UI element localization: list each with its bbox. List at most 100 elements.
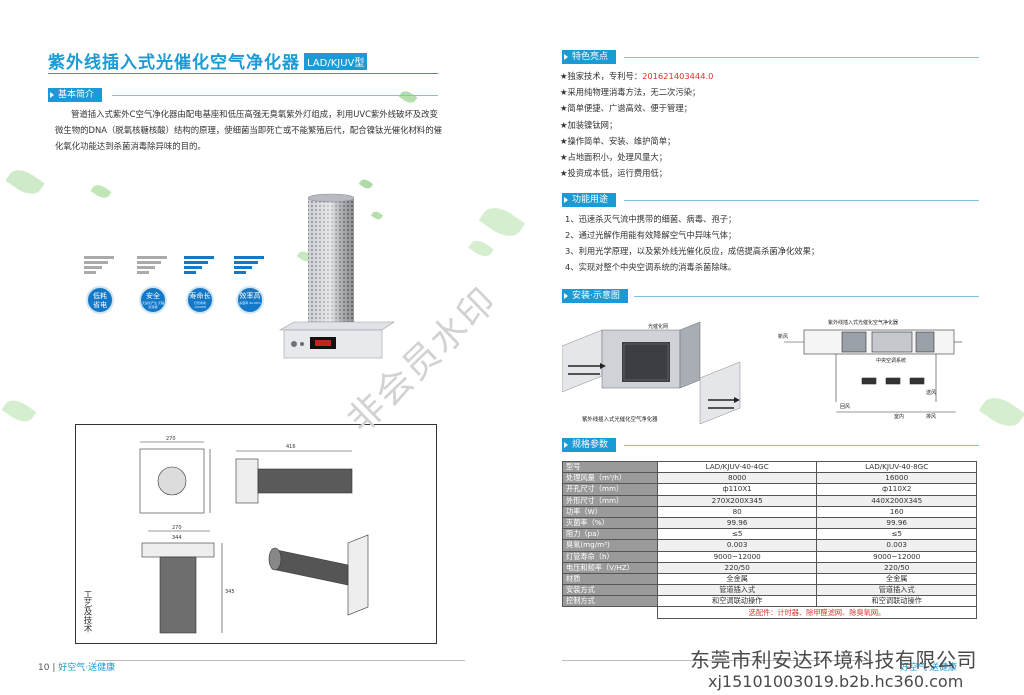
spec-key: 安装方式: [562, 584, 658, 597]
feature-item: ★加装镍钛网；: [560, 119, 618, 130]
badge-bars: [137, 256, 167, 278]
feature-badges: 低耗省电 安全无臭氧产生 无辐射泄漏 寿命长灯管寿命 12000H 效率高杀菌率…: [84, 256, 274, 326]
front-view-hole: [157, 466, 187, 496]
dim-mid-width: 270: [172, 525, 182, 531]
spec-row: 安装方式管道插入式管道插入式: [562, 584, 977, 597]
spec-value-b: ≤5: [816, 528, 977, 541]
label-supply: 送风: [926, 389, 936, 396]
badge-bars: [234, 256, 264, 278]
spec-key: 处理风量（m³/h）: [562, 472, 658, 485]
feature-item: ★操作简单、安装、维护简单；: [560, 135, 676, 146]
label-device: 紫外线插入式光催化空气净化器: [582, 415, 658, 423]
function-item: 1、迅速杀灭气流中携带的细菌、病毒、孢子；: [565, 214, 737, 224]
spec-row: 控制方式和空调联动操作和空调联动操作: [562, 595, 977, 608]
spec-key: 灯管寿命（h）: [562, 550, 658, 563]
spec-note: 选配件：计时器、除甲醛滤网、除臭氧网。: [656, 606, 978, 619]
leaf-decoration: [90, 181, 112, 202]
spec-value-b: 全金属: [816, 572, 977, 586]
spec-row: 材质全金属全金属: [562, 572, 977, 586]
label-central-ac: 中央空调系统: [876, 357, 906, 364]
leaf-decoration: [1, 395, 37, 427]
spec-key: 电压和频率（V/HZ）: [562, 561, 658, 574]
label-fresh-air: 新风: [778, 333, 788, 340]
spec-value-b: 9000~12000: [816, 550, 977, 563]
spec-value-b: ф110X2: [816, 483, 977, 496]
spec-key: 功率（W）: [562, 505, 658, 518]
spec-value-a: 和空调联动操作: [656, 595, 818, 608]
leaf-decoration: [978, 390, 1024, 434]
footer-divider: [562, 660, 872, 661]
spec-value-b: LAD/KJUV-40-8GC: [816, 460, 977, 474]
front-view-plate: [139, 448, 205, 514]
spec-value-a: LAD/KJUV-40-4GC: [656, 460, 818, 474]
badge-circle: 安全无臭氧产生 无辐射泄漏: [139, 286, 167, 314]
feature-item: ★投资成本低，运行费用低；: [560, 168, 668, 179]
spec-key: 臭氧(mg/m³): [562, 539, 658, 552]
label-mesh: 光催化网: [648, 323, 668, 330]
feature-item: ★占地面积小，处理风量大；: [560, 152, 668, 163]
dim-inner-width: 344: [172, 535, 182, 541]
spec-key: 控制方式: [562, 595, 658, 608]
function-item: 2、通过光解作用能有效降解空气中异味气体；: [565, 230, 737, 240]
leaf-decoration: [5, 164, 45, 200]
title-text: 紫外线插入式光催化空气净化器: [48, 53, 300, 73]
spec-value-a: 全金属: [656, 572, 818, 586]
badge-safe: 安全无臭氧产生 无辐射泄漏: [137, 256, 167, 314]
spec-key: 灭菌率（%）: [562, 516, 658, 530]
spec-value-b: 160: [816, 505, 977, 518]
function-item: 4、实现对整个中央空调系统的消毒杀菌除味。: [565, 262, 737, 272]
leaf-decoration: [398, 88, 418, 106]
bottom-view-tube: [159, 556, 197, 634]
feature-item: ★独家技术，专利号：201621403444.0: [560, 71, 714, 81]
badge-bars: [184, 256, 214, 278]
features-heading: 特色亮点: [562, 50, 617, 64]
page-number: 10: [38, 663, 50, 673]
dim-height: 345: [225, 589, 235, 595]
intro-heading: 基本简介: [48, 88, 103, 102]
install-diagram-system: 紫外线插入式光催化空气净化器 新风 中央空调系统 送风 回风 室内 排风: [778, 319, 962, 420]
spec-value-b: 管道插入式: [816, 584, 977, 597]
function-heading-rule: [624, 200, 979, 201]
title-divider: [48, 73, 438, 74]
badge-long-life: 寿命长灯管寿命 12000H: [184, 256, 214, 314]
spec-value-b: 和空调联动操作: [816, 595, 977, 608]
features-list: ★独家技术，专利号：201621403444.0 ★采用纯物理消毒方法，无二次污…: [560, 68, 713, 181]
spec-key: 材质: [562, 572, 658, 586]
dim-top-width: 270: [166, 436, 176, 442]
spec-heading-rule: [624, 445, 979, 446]
badge-low-power: 低耗省电: [84, 256, 114, 314]
footer-left: 10 | 好空气·送健康: [38, 663, 116, 673]
label-exhaust: 排风: [926, 413, 936, 420]
spec-value-b: 16000: [816, 472, 977, 485]
spec-value-a: 270X200X345: [656, 494, 818, 507]
leaf-decoration: [468, 236, 494, 261]
function-heading: 功能用途: [562, 193, 617, 207]
badge-high-efficiency: 效率高杀菌率 99.96%: [234, 256, 264, 314]
spec-value-a: 8000: [656, 472, 818, 485]
side-view-tube: [257, 468, 353, 494]
feature-item: ★采用纯物理消毒方法，无二次污染；: [560, 87, 701, 98]
spec-value-a: 管道插入式: [656, 584, 818, 597]
feature-item: ★简单便捷、广谱高效、便于管理；: [560, 103, 692, 114]
spec-value-a: 220/50: [656, 561, 818, 574]
bottom-view-plate: [141, 542, 215, 558]
model-tag: LAD/KJUV型: [304, 53, 368, 70]
spec-value-a: ≤5: [656, 528, 818, 541]
drawing-label: 工艺及技术: [82, 590, 92, 633]
spec-value-a: ф110X1: [656, 483, 818, 496]
intro-paragraph: 管道插入式紫外C空气净化器由配电基座和低压高强无臭氧紫外灯组成，利用UVC紫外线…: [55, 109, 442, 151]
label-device-system: 紫外线插入式光催化空气净化器: [828, 319, 898, 326]
dim-side-length: 416: [286, 444, 296, 450]
spec-key: 开孔尺寸（mm）: [562, 483, 658, 496]
spec-key: 型号: [562, 460, 658, 474]
install-heading: 安装·示意图: [562, 289, 628, 303]
technical-drawing: 270 416 270 344 345: [75, 424, 437, 644]
